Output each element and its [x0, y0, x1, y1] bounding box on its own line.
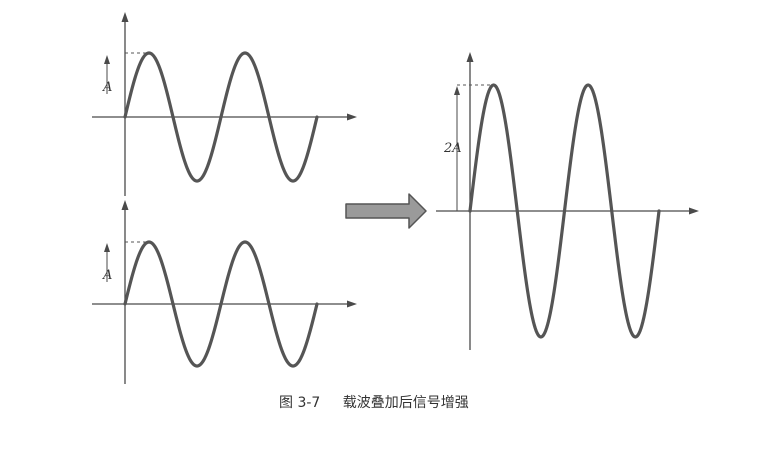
wave-panel-top: A [92, 12, 357, 196]
wave-panel-bottom: A [92, 200, 357, 384]
result-arrow [345, 193, 427, 229]
figure-caption: 图 3-7 载波叠加后信号增强 [279, 395, 469, 411]
sine-wave-top [123, 51, 319, 183]
y-axis-arrow-bottom [121, 200, 129, 210]
amplitude-arrowhead-bottom [104, 243, 110, 252]
x-axis-arrow-top [347, 113, 357, 121]
sine-wave-bottom [123, 240, 319, 368]
amplitude-arrowhead-top [104, 55, 110, 64]
x-axis-arrow-bottom [347, 300, 357, 308]
y-axis-arrow-top [121, 12, 129, 22]
figure-caption-text: 载波叠加后信号增强 [343, 395, 469, 411]
figure-number: 图 3-7 [279, 395, 320, 411]
wave-panel-sum: 2A [436, 52, 699, 350]
amplitude-label-bottom: A [102, 268, 112, 283]
y-axis-arrow-sum [466, 52, 474, 62]
sine-wave-sum [468, 83, 661, 339]
amplitude-arrowhead-sum [454, 86, 460, 95]
amplitude-label-sum: 2A [443, 141, 462, 156]
amplitude-label-top: A [102, 80, 112, 95]
x-axis-arrow-sum [689, 207, 699, 215]
